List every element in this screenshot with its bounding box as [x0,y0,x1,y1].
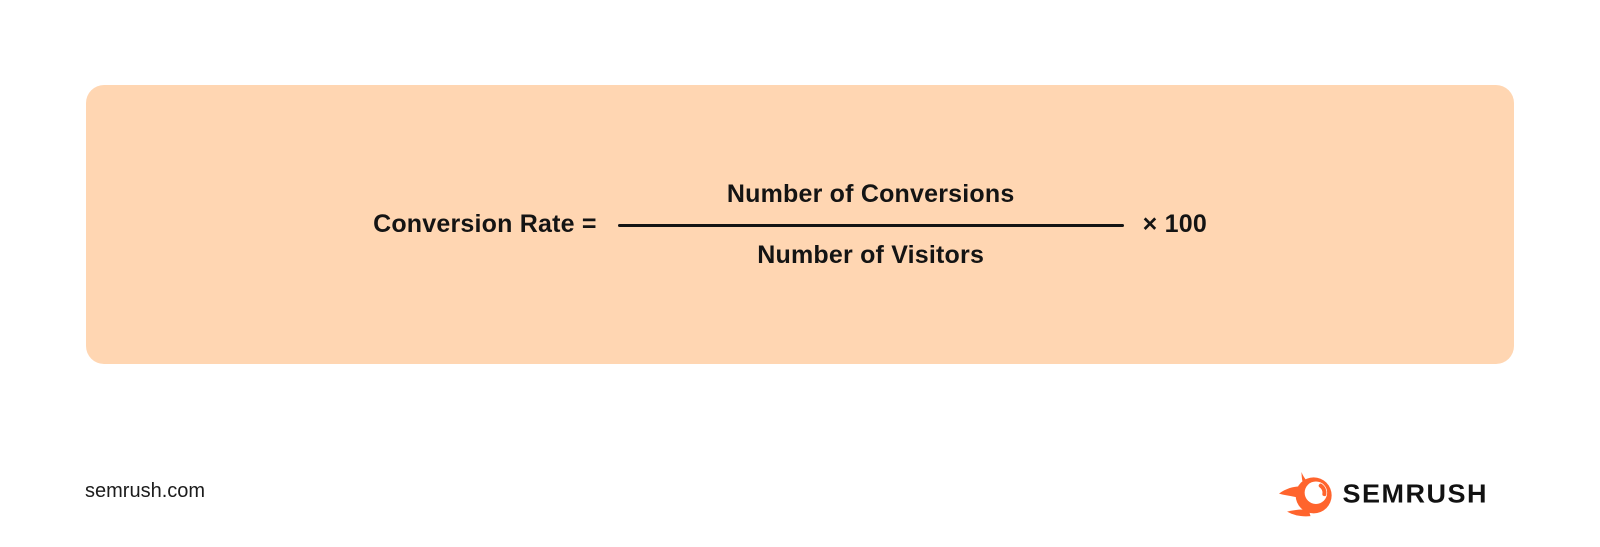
semrush-logo: SEMRUSH [1279,472,1488,517]
semrush-flame-icon [1279,472,1333,517]
conversion-rate-formula: Conversion Rate = Number of Conversions … [373,180,1207,270]
formula-denominator: Number of Visitors [757,240,985,269]
formula-multiplier: × 100 [1142,210,1207,238]
fraction-line [617,223,1124,227]
formula-fraction: Number of Conversions Number of Visitors [617,179,1124,270]
formula-lhs: Conversion Rate = [373,210,597,238]
formula-card: Conversion Rate = Number of Conversions … [86,85,1514,364]
formula-numerator: Number of Conversions [726,179,1015,208]
website-url: semrush.com [85,480,206,502]
semrush-wordmark: SEMRUSH [1342,479,1488,509]
